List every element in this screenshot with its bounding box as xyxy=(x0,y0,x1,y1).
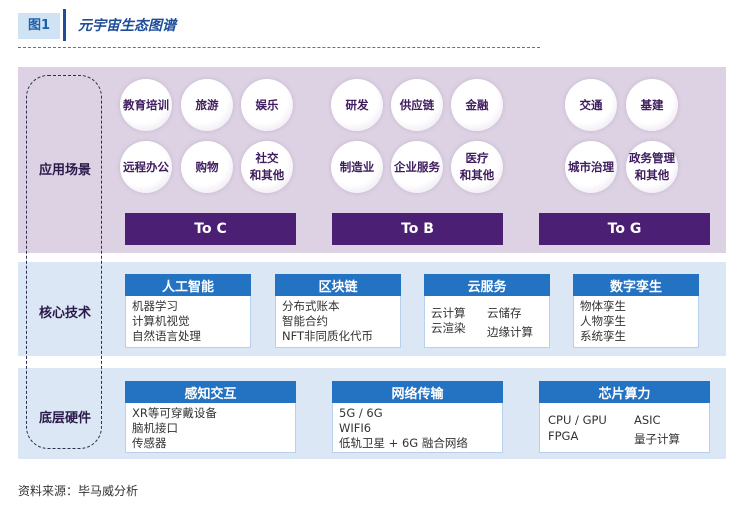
layer-label-column xyxy=(26,75,102,449)
tech-card-cloud: 云服务 云计算 云储存 云渲染 边缘计算 xyxy=(424,274,550,348)
app-bubble: 社交和其他 xyxy=(241,141,293,193)
hw-item: WIFI6 xyxy=(339,421,372,435)
app-bubble: 供应链 xyxy=(391,79,443,131)
audience-bar-to-c: To C xyxy=(125,213,296,245)
tech-card-ai: 人工智能 机器学习 计算机视觉 自然语言处理 xyxy=(125,274,251,348)
app-bubble: 金融 xyxy=(451,79,503,131)
layer-label-core-tech: 核心技术 xyxy=(38,306,91,321)
app-bubble: 旅游 xyxy=(181,79,233,131)
hw-card-sensing: 感知交互 XR等可穿戴设备 脑机接口 传感器 xyxy=(125,381,296,453)
tech-item: 自然语言处理 xyxy=(132,329,201,343)
tech-item: 人物孪生 xyxy=(580,314,626,328)
app-bubble: 医疗和其他 xyxy=(451,141,503,193)
app-bubble: 制造业 xyxy=(331,141,383,193)
tech-item: 边缘计算 xyxy=(487,325,533,339)
tech-card-title: 区块链 xyxy=(275,274,401,296)
audience-bar-to-g: To G xyxy=(539,213,710,245)
app-bubble: 购物 xyxy=(181,141,233,193)
layer-label-application: 应用场景 xyxy=(38,163,91,178)
app-bubble: 城市治理 xyxy=(565,141,617,193)
hw-item: FPGA xyxy=(548,429,579,443)
tech-card-title: 人工智能 xyxy=(125,274,251,296)
audience-bar-to-b: To B xyxy=(332,213,503,245)
tech-item: 智能合约 xyxy=(282,314,328,328)
hw-item: 传感器 xyxy=(132,436,167,450)
layer-label-hardware: 底层硬件 xyxy=(38,411,91,426)
tech-item: 系统孪生 xyxy=(580,329,626,343)
app-bubble: 研发 xyxy=(331,79,383,131)
tech-item: 云渲染 xyxy=(431,321,466,335)
app-bubble: 交通 xyxy=(565,79,617,131)
tech-item: 物体孪生 xyxy=(580,299,626,313)
tech-card-blockchain: 区块链 分布式账本 智能合约 NFT非同质化代币 xyxy=(275,274,401,348)
tech-item: 分布式账本 xyxy=(282,299,340,313)
title-accent-bar xyxy=(63,9,66,41)
tech-card-title: 数字孪生 xyxy=(573,274,699,296)
app-bubble: 政务管理和其他 xyxy=(626,141,678,193)
tech-card-title: 云服务 xyxy=(424,274,550,296)
hw-item: 低轨卫星 + 6G 融合网络 xyxy=(339,436,468,450)
source-note: 资料来源：毕马威分析 xyxy=(18,484,139,498)
app-bubble: 娱乐 xyxy=(241,79,293,131)
hw-item: XR等可穿戴设备 xyxy=(132,406,217,420)
hw-item: ASIC xyxy=(634,413,661,427)
hw-card-title: 网络传输 xyxy=(332,381,503,403)
tech-item: NFT非同质化代币 xyxy=(282,329,374,343)
header-divider xyxy=(18,47,540,48)
hw-card-network: 网络传输 5G / 6G WIFI6 低轨卫星 + 6G 融合网络 xyxy=(332,381,503,453)
hw-card-title: 芯片算力 xyxy=(539,381,710,403)
tech-item: 计算机视觉 xyxy=(132,314,190,328)
tech-card-digital-twin: 数字孪生 物体孪生 人物孪生 系统孪生 xyxy=(573,274,699,348)
figure-label: 图1 xyxy=(18,13,60,39)
hw-item: CPU / GPU xyxy=(548,413,607,427)
tech-item: 云储存 xyxy=(487,306,522,320)
app-bubble: 企业服务 xyxy=(391,141,443,193)
tech-item: 机器学习 xyxy=(132,299,178,313)
hw-item: 脑机接口 xyxy=(132,421,178,435)
hw-card-title: 感知交互 xyxy=(125,381,296,403)
hw-card-chip: 芯片算力 CPU / GPU ASIC FPGA 量子计算 xyxy=(539,381,710,453)
app-bubble: 远程办公 xyxy=(120,141,172,193)
app-bubble: 教育培训 xyxy=(120,79,172,131)
hw-item: 5G / 6G xyxy=(339,406,383,420)
tech-item: 云计算 xyxy=(431,306,466,320)
figure-title: 元宇宙生态图谱 xyxy=(78,18,176,34)
hw-item: 量子计算 xyxy=(634,432,680,446)
app-bubble: 基建 xyxy=(626,79,678,131)
